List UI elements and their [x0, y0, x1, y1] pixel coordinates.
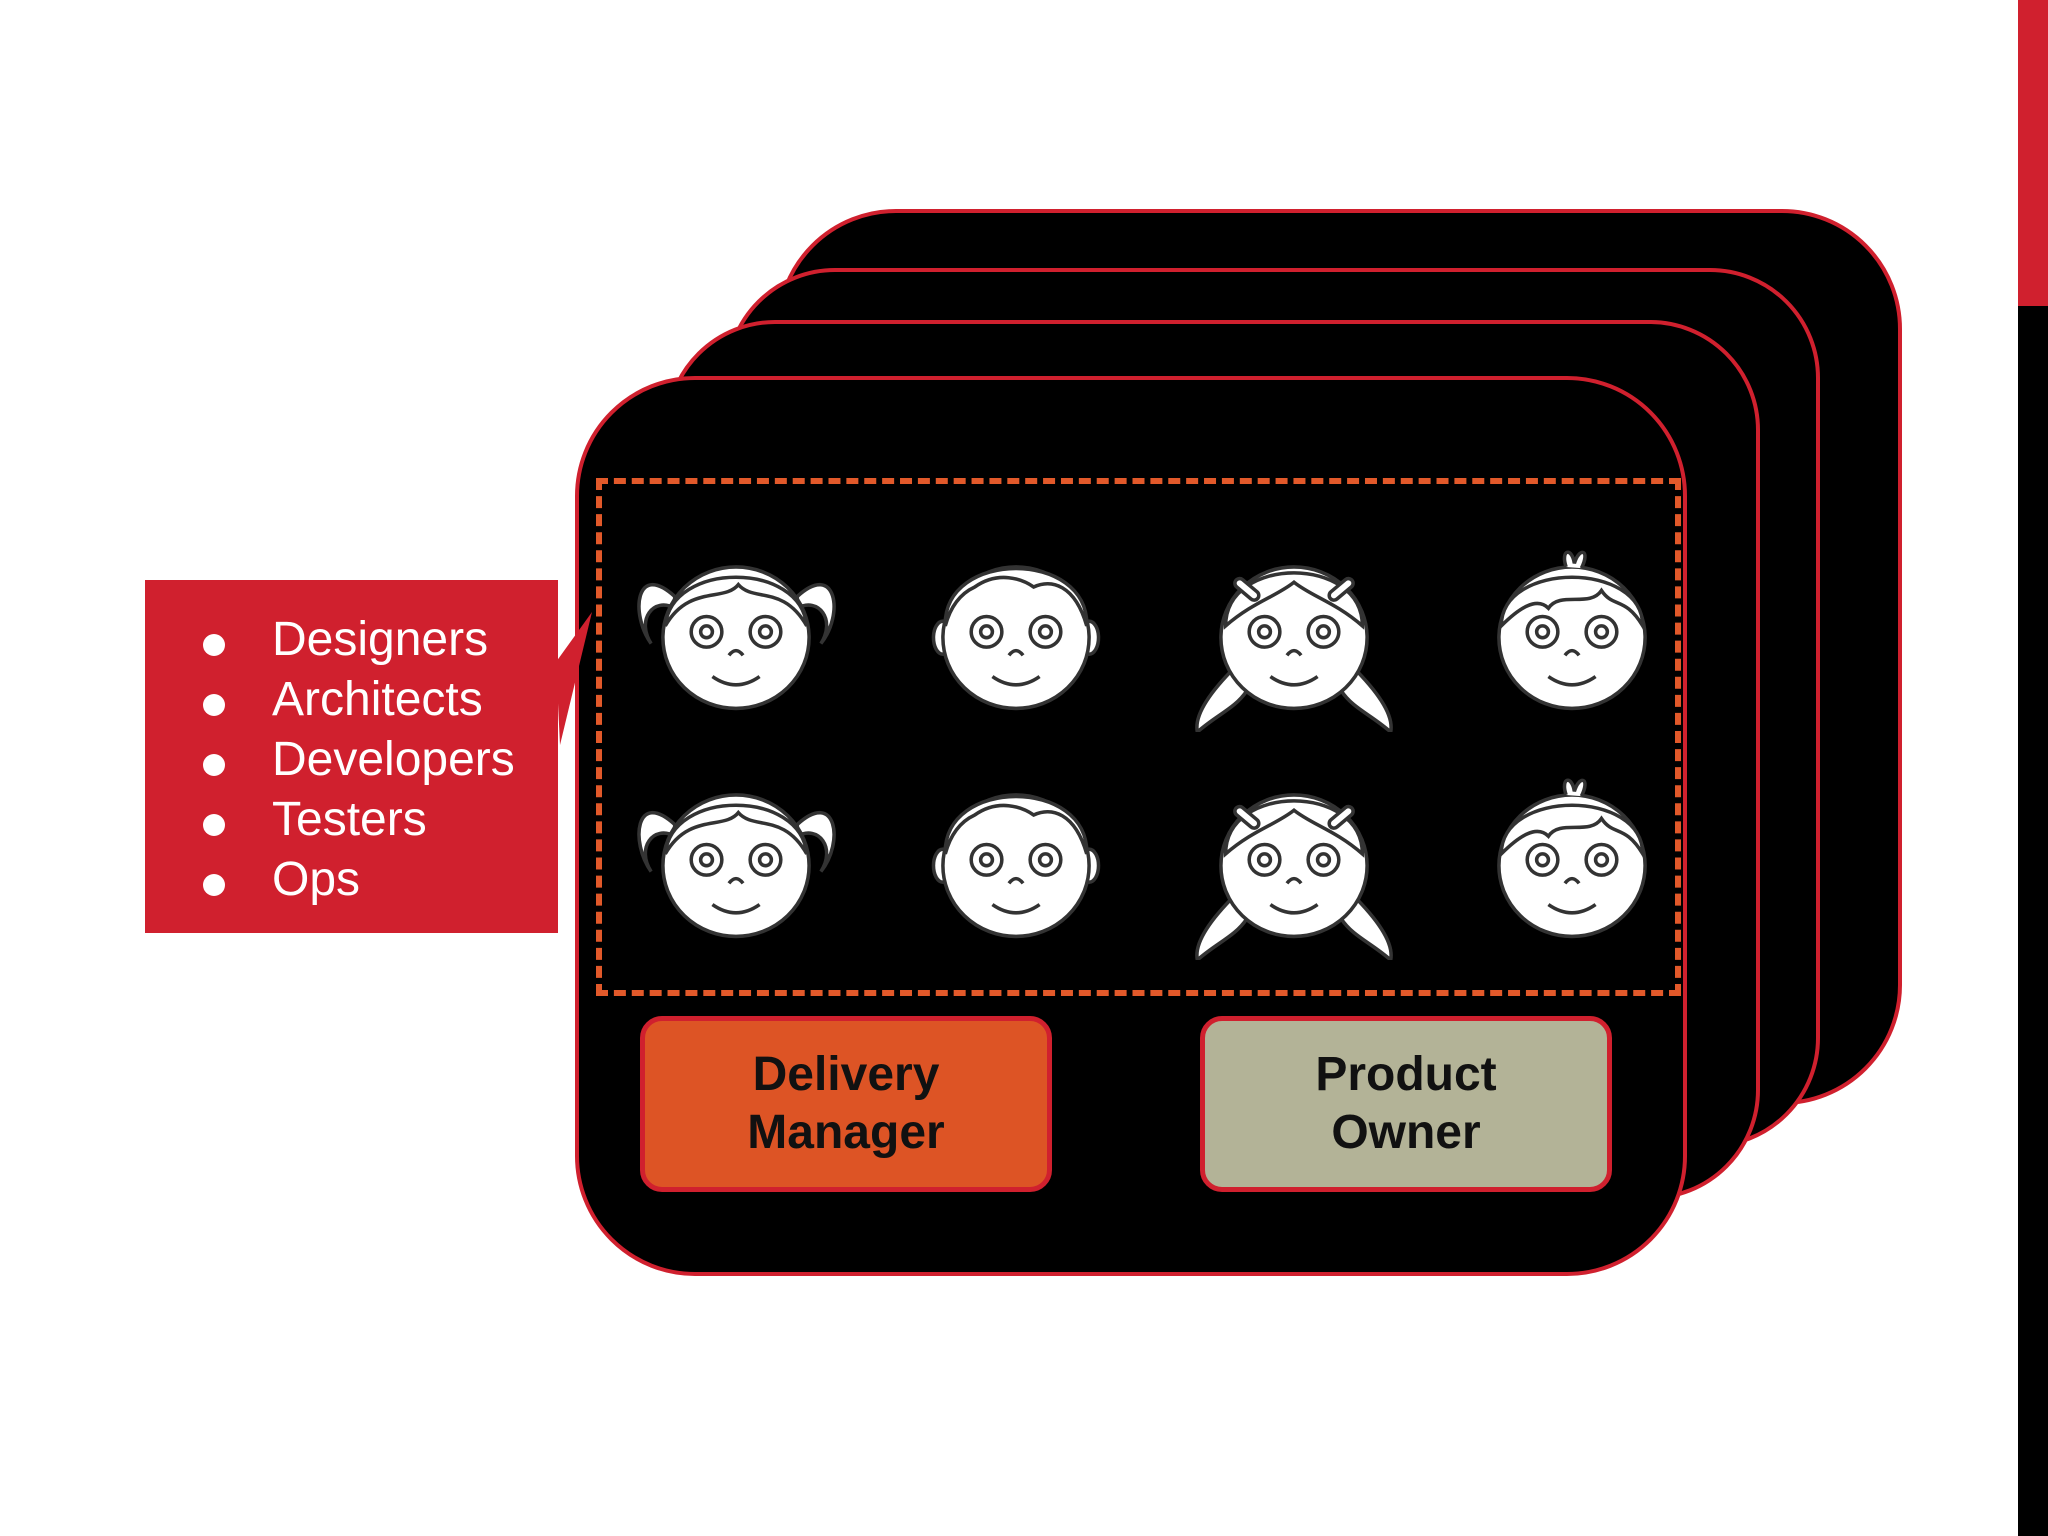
- skills-list-item: Developers: [200, 730, 515, 790]
- team-members-group: [596, 478, 1681, 996]
- delivery-manager-label-line1: Delivery: [752, 1048, 940, 1101]
- accent-bar-black: [2018, 306, 2048, 1536]
- skills-list-item: Architects: [200, 670, 515, 730]
- callout-pointer: [556, 612, 592, 745]
- delivery-manager-box: Delivery Manager: [640, 1016, 1052, 1192]
- girl-clips-face-icon: [1182, 736, 1406, 964]
- delivery-manager-label-line2: Manager: [747, 1106, 945, 1159]
- boy-face-icon: [904, 508, 1128, 732]
- product-owner-label-line2: Owner: [1331, 1106, 1481, 1159]
- girl-clips-face-icon: [1182, 508, 1406, 736]
- product-owner-box: Product Owner: [1200, 1016, 1612, 1192]
- boy-face-icon: [904, 736, 1128, 960]
- skills-list-item: Designers: [200, 610, 515, 670]
- boy-spiky-face-icon: [1460, 508, 1684, 732]
- girl-pigtails-face-icon: [624, 736, 848, 960]
- boy-spiky-face-icon: [1460, 736, 1684, 960]
- girl-pigtails-face-icon: [624, 508, 848, 732]
- product-owner-label-line1: Product: [1315, 1048, 1497, 1101]
- skills-list-item: Testers: [200, 790, 515, 850]
- skills-list-item: Ops: [200, 850, 515, 910]
- skills-list: Designers Architects Developers Testers …: [200, 610, 515, 910]
- accent-bar-red: [2018, 0, 2048, 306]
